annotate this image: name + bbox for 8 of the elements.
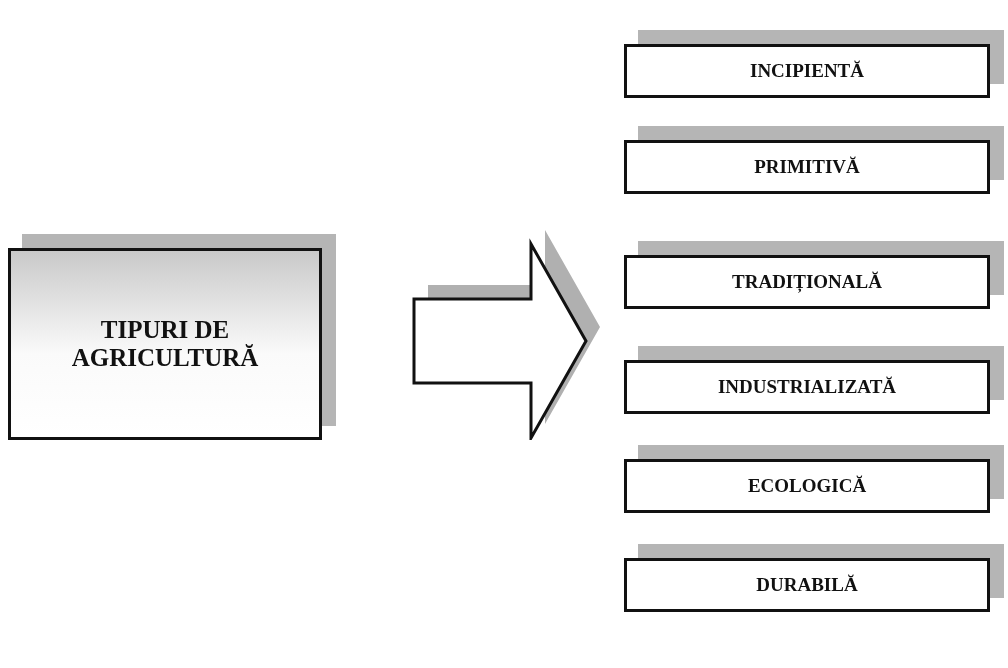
box-label: TRADIȚIONALĂ [732,271,882,293]
box-label: INDUSTRIALIZATĂ [717,376,897,398]
box-label: INCIPIENTĂ [750,60,864,82]
box-label: DURABILĂ [756,574,858,596]
block-arrow [412,228,602,440]
box-label: TIPURI DE AGRICULTURĂ [70,316,260,372]
box-label: PRIMITIVĂ [754,156,860,178]
box-label: ECOLOGICĂ [747,475,867,497]
